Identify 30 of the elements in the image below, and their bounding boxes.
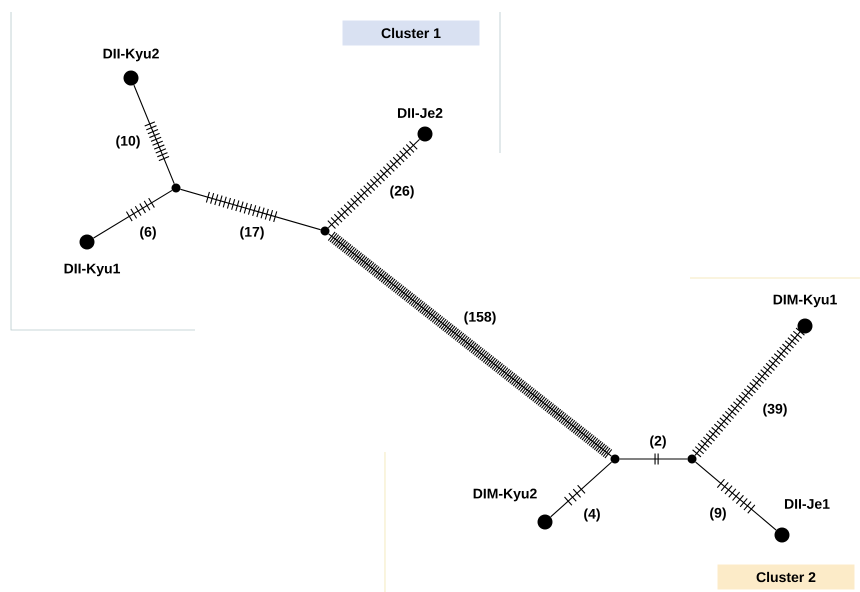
mutation-count: (39) xyxy=(762,402,788,418)
mutation-count: (9) xyxy=(708,506,728,522)
mutation-count: (10) xyxy=(114,134,142,150)
mutation-branch xyxy=(692,327,805,458)
mutation-branch xyxy=(328,231,612,459)
mutation-count: (2) xyxy=(648,434,668,450)
median-vector-dot xyxy=(610,454,620,464)
haplotype-label: DII-Kyu2 xyxy=(104,48,159,62)
mutation-branch xyxy=(550,462,612,518)
mutation-branch xyxy=(695,461,777,531)
mutation-count: (26) xyxy=(388,184,416,200)
haplotype-label: DII-Kyu1 xyxy=(64,264,120,276)
cluster-label: Cluster 1 xyxy=(342,20,480,46)
mutation-branch xyxy=(327,138,420,230)
cluster-label: Cluster 2 xyxy=(718,564,854,590)
mutation-count: (158) xyxy=(462,310,498,326)
haplotype-label: DII-Je2 xyxy=(398,108,442,118)
median-vector-dot xyxy=(320,226,330,236)
haplotype-label: DIM-Kyu2 xyxy=(474,488,537,502)
mutation-branch xyxy=(93,190,173,239)
mutation-count: (6) xyxy=(138,225,158,241)
mutation-branch xyxy=(619,452,688,466)
median-vector-dot xyxy=(688,454,696,464)
mutation-branch xyxy=(133,84,175,184)
haplotype-label: DII-Je1 xyxy=(784,499,830,509)
mutation-count: (17) xyxy=(238,225,266,241)
median-vector-dot xyxy=(172,184,180,192)
mutation-branch xyxy=(180,188,322,230)
haplotype-label: DIM-Kyu1 xyxy=(774,294,837,308)
mutation-count: (4) xyxy=(582,507,602,523)
